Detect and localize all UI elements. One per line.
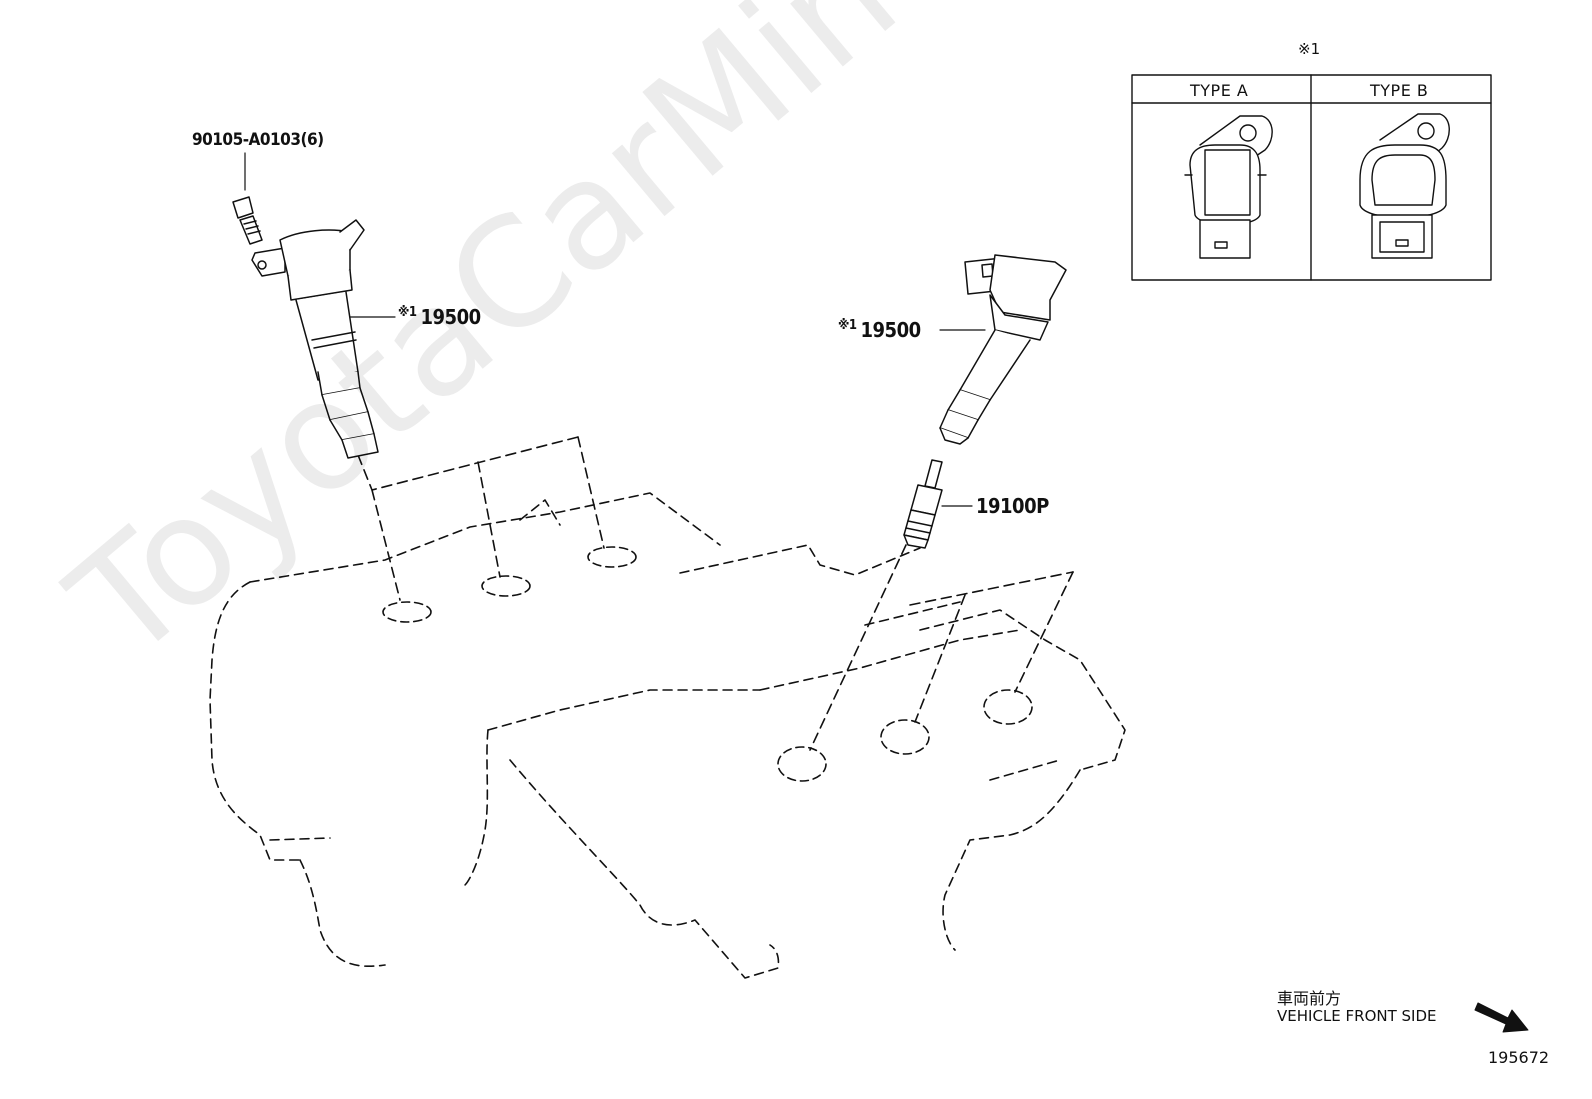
bolt — [232, 196, 263, 245]
engine-block-outline — [209, 492, 1126, 979]
right-bank-leader-lines — [809, 544, 1074, 751]
type-a-label: TYPE A — [1190, 81, 1249, 100]
inset-type-box — [1131, 74, 1492, 281]
type-b-label: TYPE B — [1370, 81, 1429, 100]
vehicle-front-english: VEHICLE FRONT SIDE — [1277, 1007, 1437, 1025]
left-bank-leader-lines — [357, 436, 605, 601]
figure-id: 195672 — [1488, 1048, 1550, 1067]
type-a-coil-view — [1184, 115, 1273, 259]
spark-plug-part-number: 19100P — [976, 494, 1049, 518]
vehicle-front-arrow-icon — [1474, 1002, 1529, 1033]
spark-plug — [903, 459, 943, 549]
callout-lines — [244, 152, 986, 507]
inset-note-mark: ※1 — [1298, 40, 1321, 58]
type-b-coil-view — [1359, 113, 1450, 259]
left-coil-part-number: 19500 — [420, 305, 482, 329]
right-coil-note-mark: ※1 — [838, 318, 857, 333]
left-bank-plug-holes — [382, 546, 637, 623]
vehicle-front-japanese: 車両前方 — [1277, 989, 1342, 1008]
left-ignition-coil — [251, 219, 379, 459]
right-coil-part-number: 19500 — [860, 318, 922, 342]
bolt-part-number: 90105-A0103(6) — [192, 130, 324, 150]
right-bank-plug-holes — [777, 689, 1033, 782]
left-coil-note-mark: ※1 — [398, 305, 417, 320]
right-ignition-coil — [939, 254, 1067, 445]
